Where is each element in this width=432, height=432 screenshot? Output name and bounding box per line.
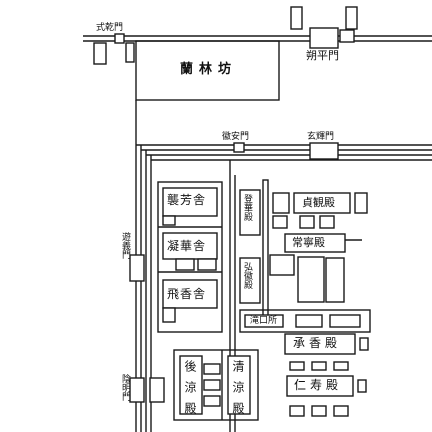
ranrin-bo-label: 蘭林坊 [180,62,238,77]
bottom-box-2 [311,405,327,417]
shuho-sha-building [162,187,218,217]
small-row-3 [333,361,349,371]
kian-gate-label: 徽安門 [222,132,250,142]
jonei-den-label: 常寧殿 [292,236,325,249]
west-small-building [93,42,107,65]
north-small-building-1 [290,6,303,30]
connector-row-1 [272,215,288,229]
genki-gate [309,142,339,160]
yugi-gate-label: 遊義門 [120,232,130,259]
jokan-den-left [272,192,290,214]
toka-den-label: 登華殿 [242,194,252,221]
sakuhei-gate [309,27,339,49]
jinju-den-right [357,379,367,393]
takiguchi-row [239,309,371,333]
central-small-3 [203,395,221,407]
higyo-sha-small [162,307,176,323]
higyo-sha-label: 飛香舎 [167,287,207,301]
sakuhei-gate-right [339,29,355,43]
shuho-sha-small [162,215,176,226]
shikiken-gate-label: 式乾門 [96,23,124,33]
genki-gate-label: 玄輝門 [307,132,335,142]
jonei-den-building [284,233,346,253]
sakuhei-gate-label: 朔平門 [306,49,339,62]
gate-marker-kian [233,142,245,153]
bottom-box-1 [289,405,305,417]
jokan-den-label: 貞観殿 [302,196,335,209]
seiryo-den-label: 清涼殿 [231,360,245,423]
central-small-1 [203,363,221,375]
gyoka-sha-small-2 [197,258,217,271]
higyo-sha-building [162,279,218,309]
inner-west-enclosure [157,181,223,333]
shuho-sha-label: 襲芳舎 [167,193,207,207]
small-row-1 [289,361,305,371]
jonei-small-right [297,256,325,303]
seiryo-enclosure [173,349,259,421]
gate-marker-shikiken [114,33,125,44]
jokan-den-building [293,192,351,214]
east-column-enclosure [262,179,269,321]
takiguchi-right-2 [329,314,361,328]
koryo-den-label: 後涼殿 [183,360,197,423]
west-small-building-2 [125,42,135,63]
north-small-building-2 [345,6,358,30]
inmei-gate [129,377,145,403]
kouki-den-label: 弘徽殿 [242,262,252,289]
central-small-2 [203,379,221,391]
small-row-2 [311,361,327,371]
shokyo-den-label: 承香殿 [293,336,342,350]
east-narrow-building [325,257,345,303]
inmei-gate-label: 陰明門 [120,374,130,401]
kouki-den-building [239,257,261,304]
toka-den-building [239,189,261,236]
bottom-box-3 [333,405,349,417]
shokyo-den-right [359,337,369,351]
takiguchi-building [244,314,284,328]
inmei-gate-box [149,377,165,403]
gyoka-sha-label: 凝華舎 [167,239,207,253]
jonei-small-left [269,254,295,276]
takiguchi-right-1 [295,314,323,328]
jinju-den-label: 仁寿殿 [294,378,343,392]
seiryo-den-building [227,355,251,415]
jokan-den-right [354,192,368,214]
takiguchi-label: 滝口所 [250,316,278,326]
yugi-gate [129,254,145,282]
jinju-den-building [286,375,354,397]
ranrin-bo-block [135,40,280,101]
gyoka-sha-small-1 [175,258,195,271]
connector-row-2 [299,215,315,229]
shokyo-den-building [284,333,356,355]
connector-row-3 [319,215,335,229]
koryo-den-building [179,355,203,415]
